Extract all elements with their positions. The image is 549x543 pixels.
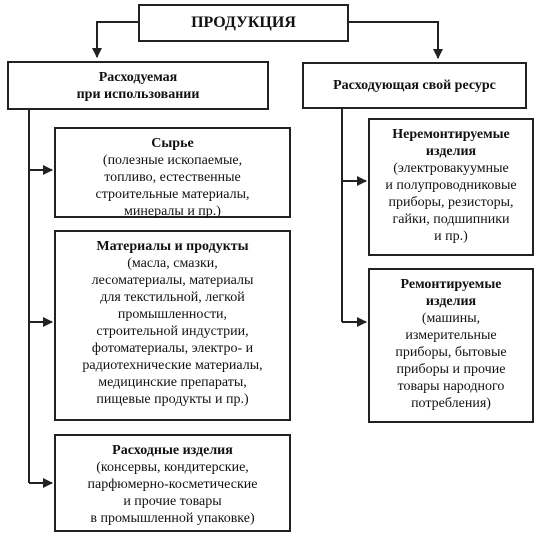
item-title: изделия xyxy=(425,294,477,309)
item-desc-line: строительной индустрии, xyxy=(96,324,249,339)
right-category-title: Расходующая свой ресурс xyxy=(333,78,496,93)
item-desc-line: топливо, естественные xyxy=(104,170,241,185)
item-desc-line: в промышленной упаковке) xyxy=(90,511,255,526)
item-desc-line: приборы, резисторы, xyxy=(388,195,514,210)
item-desc-line: измерительные xyxy=(405,328,497,343)
item-desc-line: строительные материалы, xyxy=(95,187,250,202)
item-desc-line: радиотехнические материалы, xyxy=(82,358,263,373)
root-box: ПРОДУКЦИЯ xyxy=(138,4,349,42)
item-desc-line: (масла, смазки, xyxy=(127,256,218,271)
item-desc-line: и пр.) xyxy=(434,229,468,244)
item-desc-line: товары народного xyxy=(397,379,505,394)
item-title: Неремонтируемые xyxy=(392,127,510,142)
left-category-title-line-1: Расходуемая xyxy=(98,70,178,85)
left-item-raw-materials: Сырье (полезные ископаемые, топливо, ест… xyxy=(54,127,291,219)
item-desc-line: потребления) xyxy=(411,396,491,411)
left-item-consumable-goods: Расходные изделия (консервы, кондитерски… xyxy=(54,434,291,532)
arrow-root-to-left xyxy=(92,21,138,58)
item-desc-line: лесоматериалы, материалы xyxy=(91,273,254,288)
item-desc-line: парфюмерно-косметические xyxy=(87,477,258,492)
right-category-box: Расходующая свой ресурс xyxy=(302,62,527,109)
item-desc-line: приборы, бытовые xyxy=(395,345,507,360)
item-desc-line: промышленности, xyxy=(117,307,228,322)
item-title: Ремонтируемые xyxy=(400,277,502,292)
item-desc-line: медицинские препараты, xyxy=(98,375,247,390)
left-category-box: Расходуемая при использовании xyxy=(7,61,269,110)
item-title: изделия xyxy=(425,144,477,159)
item-desc-line: (полезные ископаемые, xyxy=(102,153,243,168)
item-desc-line: (машины, xyxy=(421,311,481,326)
left-item-materials-products: Материалы и продукты (масла, смазки, лес… xyxy=(54,230,291,421)
item-desc-line: гайки, подшипники xyxy=(392,212,510,227)
item-title: Материалы и продукты xyxy=(96,239,249,254)
arrow-root-to-right xyxy=(349,21,443,59)
item-title: Сырье xyxy=(151,136,194,151)
item-desc-line: минералы и пр.) xyxy=(124,204,221,219)
item-desc-line: (электровакуумные xyxy=(393,161,509,176)
item-title: Расходные изделия xyxy=(112,443,233,458)
item-desc-line: и полупроводниковые xyxy=(385,178,517,193)
right-item-repairable: Ремонтируемые изделия (машины, измерител… xyxy=(368,268,534,423)
item-desc-line: приборы и прочие xyxy=(396,362,506,377)
right-item-non-repairable: Неремонтируемые изделия (электровакуумны… xyxy=(368,118,534,256)
item-desc-line: для текстильной, легкой xyxy=(100,290,245,305)
left-category-title-line-2: при использовании xyxy=(76,87,200,102)
item-desc-line: (консервы, кондитерские, xyxy=(96,460,249,475)
item-desc-line: и прочие товары xyxy=(123,494,222,509)
root-title: ПРОДУКЦИЯ xyxy=(191,14,296,31)
item-desc-line: фотоматериалы, электро- и xyxy=(91,341,254,356)
item-desc-line: пищевые продукты и пр.) xyxy=(96,392,249,407)
